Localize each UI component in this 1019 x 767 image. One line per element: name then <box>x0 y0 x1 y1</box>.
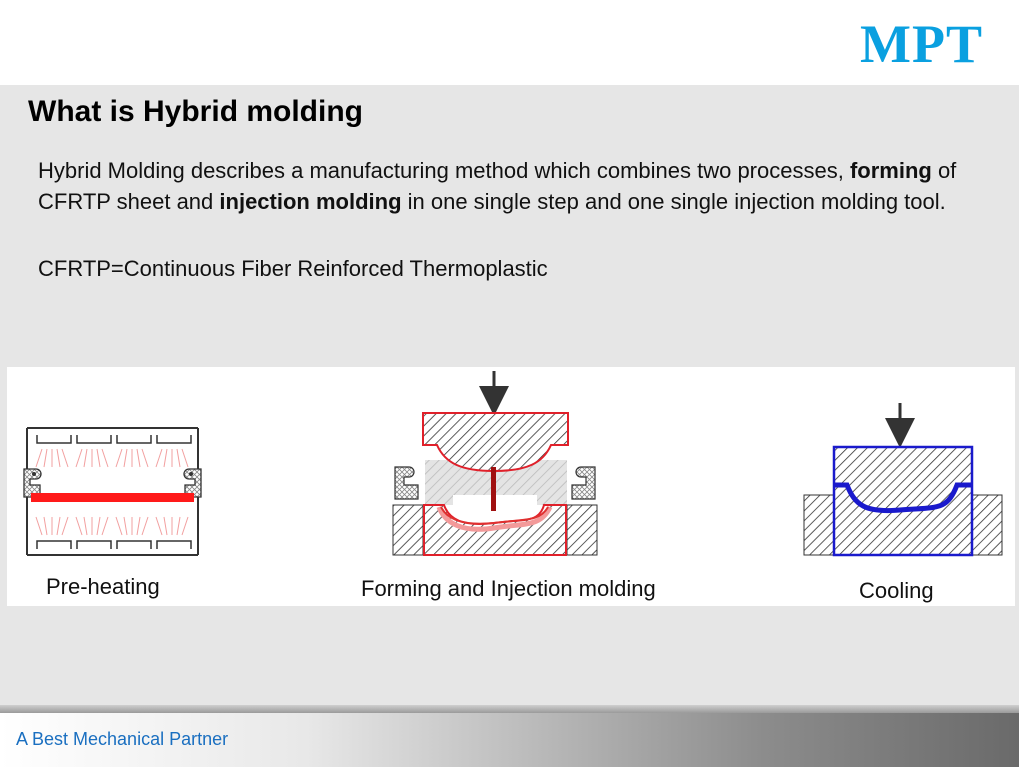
caption-cooling: Cooling <box>859 578 934 603</box>
header: MPT <box>0 0 1019 85</box>
preheating-figure <box>23 427 202 556</box>
caption-preheating: Pre-heating <box>46 574 160 599</box>
slide-title: What is Hybrid molding <box>28 95 363 128</box>
caption-forming: Forming and Injection molding <box>361 576 656 601</box>
paragraph-text-2: of CFRTP sheet and <box>38 158 957 214</box>
description-paragraph: Hybrid Molding describes a manufacturing… <box>38 155 988 217</box>
definition-text: CFRTP=Continuous Fiber Reinforced Thermo… <box>38 256 548 281</box>
process-diagram: Pre-heating Forming and Injection moldin… <box>7 367 1015 606</box>
logo: MPT <box>860 14 983 74</box>
cooling-figure <box>803 403 1003 557</box>
process-diagram-svg <box>23 371 1003 557</box>
footer: A Best Mechanical Partner <box>0 705 1019 767</box>
paragraph-bold-forming: forming <box>849 158 932 183</box>
footer-tagline: A Best Mechanical Partner <box>16 729 229 749</box>
forming-figure <box>392 371 598 556</box>
paragraph-text-3: in one single step and one single inject… <box>401 189 946 214</box>
paragraph-text-1: Hybrid Molding describes a manufacturing… <box>38 158 850 183</box>
slide-content: What is Hybrid molding Hybrid Molding de… <box>0 85 1019 705</box>
paragraph-bold-injection: injection molding <box>219 189 402 214</box>
footer-divider <box>0 705 1019 713</box>
